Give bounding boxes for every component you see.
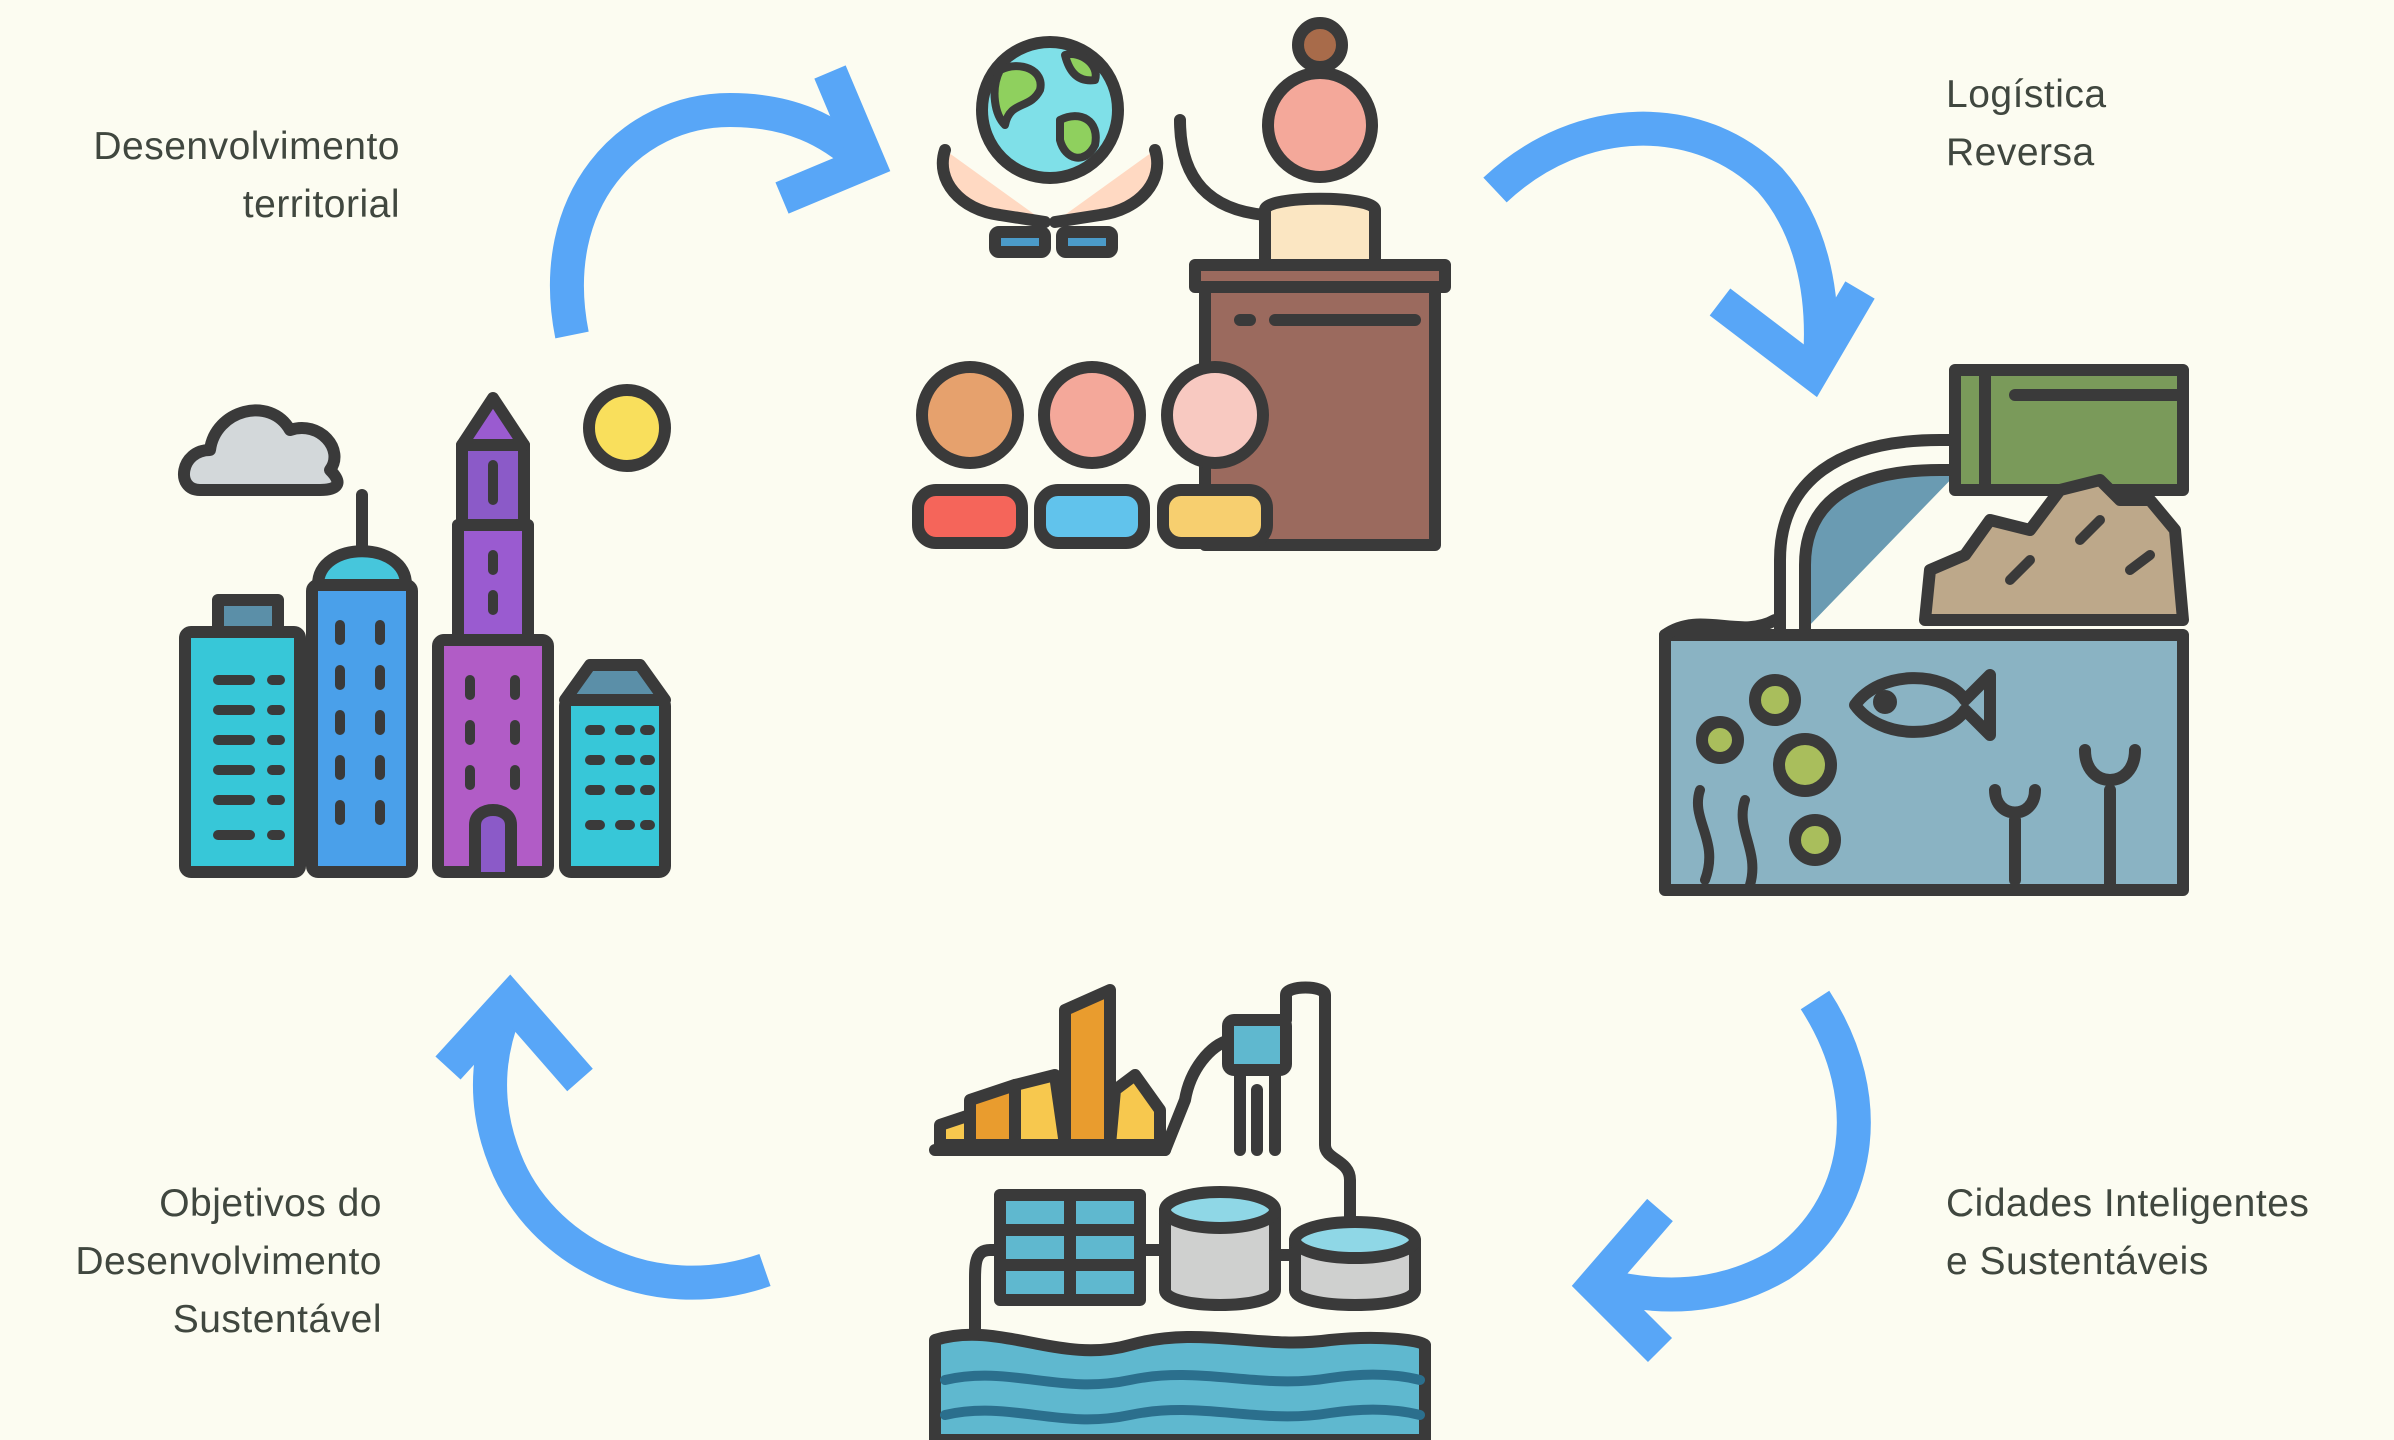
education-sustainability-icon [912, 17, 1451, 551]
arrow-bottom-right-head [1571, 1198, 1673, 1363]
label-line: Sustentável [172, 1298, 382, 1341]
arrow-bottom-right [1595, 990, 1871, 1312]
arrow-top-left [550, 92, 874, 339]
label-objetivos-ods: Objetivos do Desenvolvimento Sustentável [0, 1175, 382, 1349]
label-line: Logística [1946, 73, 2107, 116]
label-line: Desenvolvimento [75, 1240, 382, 1283]
pollution-water-icon [1659, 364, 2189, 896]
sun-icon [583, 384, 671, 472]
label-cidades-inteligentes: Cidades Inteligentes e Sustentáveis [1946, 1175, 2386, 1291]
label-line: Objetivos do [159, 1182, 382, 1225]
label-line: Reversa [1946, 131, 2095, 174]
cycle-arrows [435, 65, 1875, 1363]
industrial-plant-icon [929, 981, 1431, 1440]
fish-icon [1849, 669, 1996, 741]
arrow-top-left-head [775, 65, 891, 214]
arrow-bottom-left [473, 1003, 771, 1300]
label-line: e Sustentáveis [1946, 1240, 2209, 1283]
students [912, 361, 1273, 549]
cloud-icon [178, 404, 344, 496]
label-line: Desenvolvimento [93, 125, 400, 168]
arrow-top-right [1483, 111, 1838, 362]
label-line: Cidades Inteligentes [1946, 1182, 2310, 1225]
label-logistica-reversa: Logística Reversa [1946, 66, 2246, 182]
arrow-bottom-left-head [435, 974, 593, 1092]
label-desenvolvimento-territorial: Desenvolvimento territorial [20, 118, 400, 234]
city-icon [178, 384, 671, 878]
arrow-top-right-head [1709, 281, 1875, 398]
label-line: territorial [242, 183, 400, 226]
